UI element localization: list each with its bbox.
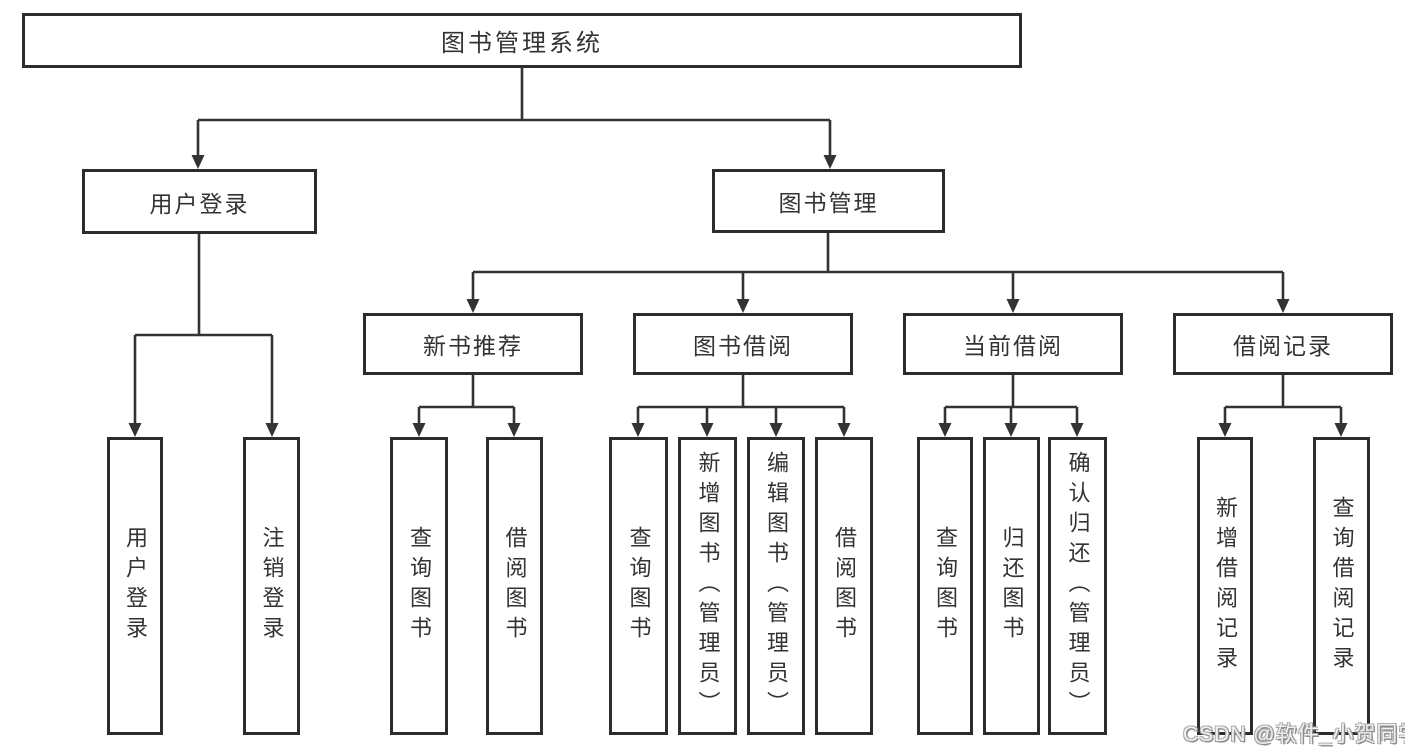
- leaf-query-books-borrowing: 查询图书: [609, 437, 668, 735]
- node-borrowing-records: 借阅记录: [1173, 313, 1393, 375]
- leaf-borrow-books-recommend: 借阅图书: [486, 437, 543, 735]
- leaf-edit-book-admin: 编辑图书（管理员）: [747, 437, 805, 735]
- node-user-login-label: 用户登录: [149, 190, 250, 217]
- leaf-add-borrow-record-label: 新增借阅记录: [1213, 496, 1238, 676]
- leaf-query-borrow-record: 查询借阅记录: [1313, 437, 1370, 735]
- node-book-borrowing: 图书借阅: [633, 313, 853, 375]
- leaf-query-books-current: 查询图书: [917, 437, 973, 735]
- leaf-query-books-recommend-label: 查询图书: [407, 526, 432, 646]
- leaf-user-login-label: 用户登录: [123, 526, 148, 646]
- node-new-book-recommendation-label: 新书推荐: [423, 333, 523, 359]
- leaf-return-books: 归还图书: [983, 437, 1040, 735]
- leaf-borrow-books-borrowing: 借阅图书: [815, 437, 873, 735]
- leaf-return-books-label: 归还图书: [999, 526, 1025, 646]
- leaf-confirm-return-admin-label: 确认归还（管理员）: [1065, 451, 1091, 721]
- leaf-query-books-current-label: 查询图书: [933, 526, 958, 646]
- node-book-management: 图书管理: [712, 169, 945, 233]
- node-current-borrowing-label: 当前借阅: [963, 333, 1063, 359]
- leaf-user-login: 用户登录: [107, 437, 163, 735]
- leaf-query-borrow-record-label: 查询借阅记录: [1329, 496, 1355, 676]
- leaf-query-books-borrowing-label: 查询图书: [626, 526, 652, 646]
- csdn-watermark: CSDN @软件_小贺同学: [1183, 723, 1405, 746]
- leaf-logout: 注销登录: [243, 437, 300, 735]
- leaf-logout-label: 注销登录: [259, 526, 285, 646]
- leaf-borrow-books-recommend-label: 借阅图书: [502, 526, 528, 646]
- leaf-add-book-admin-label: 新增图书（管理员）: [695, 451, 721, 721]
- leaf-confirm-return-admin: 确认归还（管理员）: [1048, 437, 1107, 735]
- leaf-borrow-books-borrowing-label: 借阅图书: [832, 526, 857, 646]
- node-book-borrowing-label: 图书借阅: [693, 333, 793, 359]
- leaf-add-book-admin: 新增图书（管理员）: [678, 437, 737, 735]
- leaf-add-borrow-record: 新增借阅记录: [1197, 437, 1253, 735]
- leaf-query-books-recommend: 查询图书: [390, 437, 448, 735]
- node-user-login: 用户登录: [82, 169, 317, 234]
- node-borrowing-records-label: 借阅记录: [1233, 333, 1333, 359]
- node-root-label: 图书管理系统: [441, 30, 603, 57]
- node-current-borrowing: 当前借阅: [903, 313, 1123, 375]
- node-root: 图书管理系统: [22, 13, 1022, 68]
- leaf-edit-book-admin-label: 编辑图书（管理员）: [764, 451, 789, 721]
- node-new-book-recommendation: 新书推荐: [363, 313, 583, 375]
- node-book-management-label: 图书管理: [778, 190, 879, 216]
